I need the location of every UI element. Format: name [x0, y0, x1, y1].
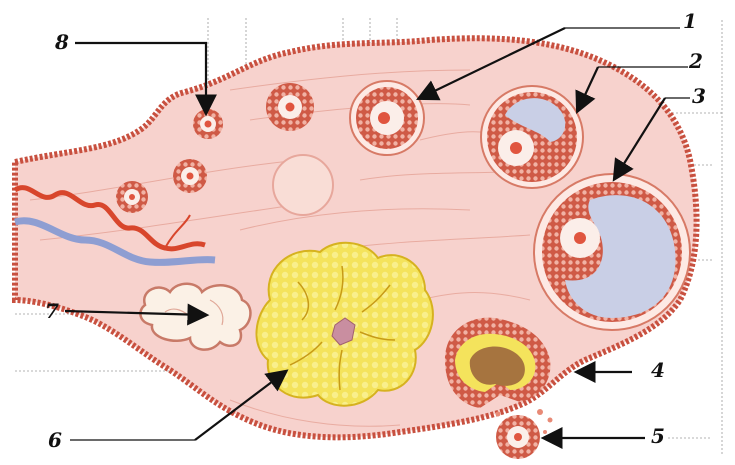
label-5: 5 [651, 424, 665, 448]
small-follicle-a [173, 159, 207, 193]
label-7: 7 [45, 299, 59, 323]
graafian-follicle [534, 174, 690, 330]
atretic-follicle [273, 155, 333, 215]
label-2: 2 [688, 49, 703, 73]
secondary-follicle [350, 81, 424, 155]
tertiary-follicle [481, 86, 583, 188]
small-follicle-b [116, 181, 148, 213]
label-4: 4 [651, 358, 665, 382]
primary-follicle [266, 83, 314, 131]
primordial-follicle [193, 109, 223, 139]
label-1: 1 [683, 9, 697, 33]
label-8: 8 [54, 30, 69, 54]
label-6: 6 [48, 428, 62, 452]
released-oocyte [496, 409, 553, 459]
label-3: 3 [692, 84, 706, 108]
corpus-luteum [256, 243, 432, 406]
